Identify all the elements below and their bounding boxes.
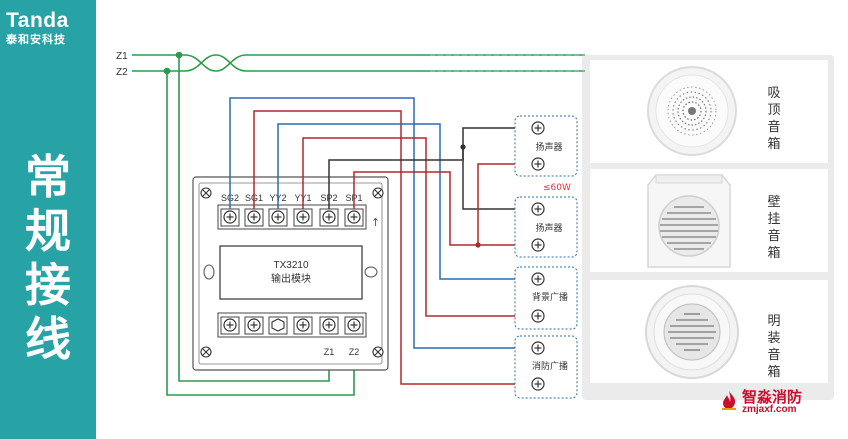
watermark-url: zmjaxf.com xyxy=(742,404,797,415)
output-wires xyxy=(229,97,538,385)
speaker-block-2-label: 扬声器 xyxy=(535,222,562,234)
speaker-card-surface xyxy=(590,280,828,383)
output-module: ↑ ↑ SG2 SG1 YY2 YY1 xyxy=(192,176,389,371)
ceiling-speaker-image xyxy=(647,66,737,156)
title-char: 常 xyxy=(25,150,71,204)
title-char: 规 xyxy=(25,204,71,258)
surface-speaker-label: 明 装 音 箱 xyxy=(767,314,781,380)
wall-speaker-image xyxy=(647,174,731,268)
svg-text:↑: ↑ xyxy=(371,216,380,229)
brand-sidebar: Tanda 泰和安科技 常 规 接 线 xyxy=(0,0,96,439)
brand-name-cn: 泰和安科技 xyxy=(6,33,66,46)
background-broadcast-block xyxy=(514,266,578,330)
watermark-logo: 智淼消防 zmjaxf.com xyxy=(718,384,836,424)
terminal-label-z2: Z2 xyxy=(349,347,360,357)
speaker-card-wall xyxy=(590,169,828,272)
title-char: 线 xyxy=(25,312,71,366)
page-title: 常 规 接 线 xyxy=(0,150,96,366)
wall-speaker-label: 壁 挂 音 箱 xyxy=(767,195,781,261)
brand-logo: Tanda 泰和安科技 xyxy=(6,10,69,47)
watermark-name: 智淼消防 xyxy=(742,388,803,406)
fire-broadcast-label: 消防广播 xyxy=(532,360,568,372)
bus-lines xyxy=(132,54,585,72)
surface-speaker-image xyxy=(645,285,739,379)
brand-name-en: Tanda xyxy=(6,9,69,32)
module-name: 输出模块 xyxy=(271,272,311,285)
flame-icon xyxy=(722,391,736,410)
speaker-block-1 xyxy=(514,115,578,177)
terminal-label-z1: Z1 xyxy=(324,347,335,357)
background-broadcast-label: 背景广播 xyxy=(532,291,568,303)
power-note: ≤60W xyxy=(543,183,571,193)
bus-label-z1: Z1 xyxy=(116,51,128,62)
speaker-block-1-label: 扬声器 xyxy=(535,141,562,153)
module-model: TX3210 xyxy=(273,260,308,271)
speaker-card-ceiling xyxy=(590,60,828,163)
bottom-terminal-screws xyxy=(220,316,364,335)
title-char: 接 xyxy=(25,258,71,312)
bus-label-z2: Z2 xyxy=(116,67,128,78)
ceiling-speaker-label: 吸 顶 音 箱 xyxy=(767,86,781,152)
fire-broadcast-block xyxy=(514,335,578,399)
speaker-block-2 xyxy=(514,196,578,258)
output-blocks: 扬声器 ≤60W 扬声器 背景广播 消防广播 xyxy=(514,115,578,399)
